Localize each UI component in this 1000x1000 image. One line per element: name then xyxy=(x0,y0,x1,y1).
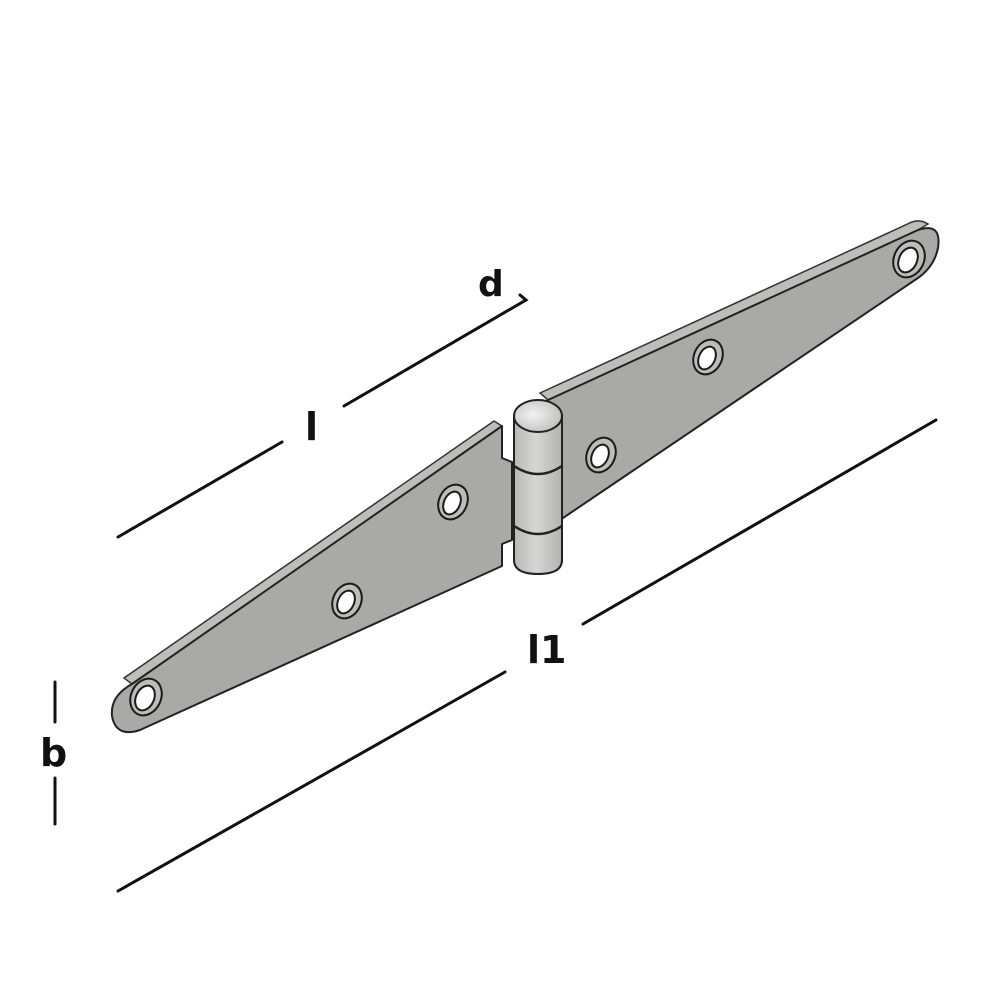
dimension-l1-line xyxy=(116,418,938,893)
knuckle-top-cap xyxy=(513,399,563,433)
dimension-l-line xyxy=(116,440,284,539)
dimension-label-l1: l1 xyxy=(527,628,566,672)
right-leaf-hole-2 xyxy=(692,338,724,376)
knuckle-joint-lower xyxy=(513,524,563,536)
dimension-label-l: l xyxy=(305,405,318,449)
right-leaf-hole-3 xyxy=(585,436,617,474)
left-hinge-leaf xyxy=(110,420,513,734)
dimension-d-line xyxy=(342,293,529,408)
left-leaf-hole-1 xyxy=(129,677,163,717)
hinge-knuckle xyxy=(513,399,563,576)
dimension-label-d: d xyxy=(478,264,504,305)
right-hinge-leaf xyxy=(538,220,940,529)
knuckle-joint-upper xyxy=(513,464,563,476)
dimension-label-b: b xyxy=(40,731,67,775)
right-leaf-hole-1 xyxy=(892,239,926,279)
left-leaf-hole-2 xyxy=(331,582,363,620)
left-leaf-hole-3 xyxy=(437,483,469,521)
